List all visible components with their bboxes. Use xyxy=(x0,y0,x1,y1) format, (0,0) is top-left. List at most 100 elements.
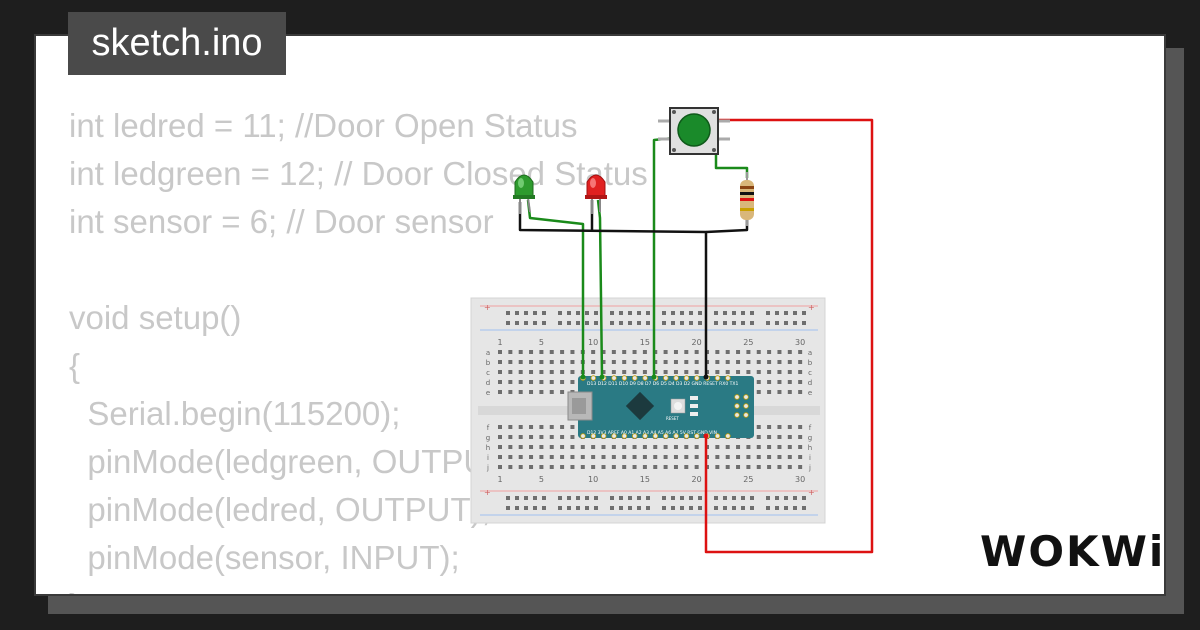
rail-hole xyxy=(542,506,546,510)
hole xyxy=(498,445,502,449)
hole xyxy=(549,380,554,384)
rail-hole xyxy=(594,506,598,510)
column-number: 20 xyxy=(692,338,702,347)
rail-hole xyxy=(542,321,546,325)
hole xyxy=(725,445,730,449)
hole xyxy=(508,390,513,394)
hole xyxy=(529,455,534,459)
hole xyxy=(684,455,689,459)
rail-hole xyxy=(506,321,510,325)
row-letter: a xyxy=(486,349,490,357)
hole xyxy=(518,465,523,469)
hole xyxy=(715,455,720,459)
hole xyxy=(498,360,502,364)
icsp-pin xyxy=(734,412,740,418)
hole xyxy=(549,360,554,364)
hole xyxy=(767,390,772,394)
hole xyxy=(591,350,596,354)
hole xyxy=(767,465,772,469)
hole xyxy=(798,350,803,354)
hole xyxy=(539,370,544,374)
hole xyxy=(518,445,523,449)
rail-hole xyxy=(698,321,702,325)
rail-hole xyxy=(802,311,806,315)
rail-hole xyxy=(723,506,727,510)
hole xyxy=(736,350,741,354)
hole xyxy=(756,425,761,429)
hole xyxy=(508,350,513,354)
hole xyxy=(549,390,554,394)
rail-hole xyxy=(646,311,650,315)
rail-hole xyxy=(576,321,580,325)
hole xyxy=(508,445,513,449)
hole xyxy=(777,360,782,364)
rail-hole xyxy=(594,321,598,325)
hole xyxy=(549,455,554,459)
hole xyxy=(777,455,782,459)
hole xyxy=(601,445,606,449)
hole xyxy=(498,350,502,354)
hole xyxy=(746,455,751,459)
hole xyxy=(611,370,616,374)
rail-hole xyxy=(775,321,779,325)
code-line: Serial.begin(115200); xyxy=(69,395,401,432)
bottom-pin-labels: D12 3V3 AREF A0 A1 A2 A3 A4 A5 A6 A7 5V … xyxy=(587,430,717,436)
hole xyxy=(622,465,627,469)
rail-holes xyxy=(506,311,806,510)
rail-hole xyxy=(628,496,632,500)
hole xyxy=(560,455,565,459)
hole xyxy=(539,465,544,469)
hole xyxy=(663,445,668,449)
nano-pin xyxy=(632,433,638,439)
column-number: 25 xyxy=(743,475,753,484)
nano-pin xyxy=(714,375,721,381)
rail-hole xyxy=(628,311,632,315)
rail-hole xyxy=(689,506,693,510)
hole xyxy=(767,455,772,459)
rail-hole xyxy=(741,496,745,500)
rail-hole xyxy=(533,496,537,500)
rail-hole xyxy=(775,311,779,315)
hole xyxy=(622,350,627,354)
hole xyxy=(549,370,554,374)
arduino-nano: D13 D12 D11 D10 D9 D8 D7 D6 D5 D4 D3 D2 … xyxy=(567,375,754,439)
hole xyxy=(715,465,720,469)
nano-pin xyxy=(580,433,586,439)
hole xyxy=(498,425,502,429)
code-line: int sensor = 6; // Door sensor xyxy=(69,203,494,240)
rail-hole xyxy=(689,311,693,315)
hole xyxy=(777,370,782,374)
rail-hole xyxy=(619,506,623,510)
nano-pin xyxy=(601,433,607,439)
sketch-filename-tab: sketch.ino xyxy=(68,12,286,75)
hole xyxy=(694,445,699,449)
rail-hole xyxy=(646,496,650,500)
row-letter: g xyxy=(486,434,490,442)
hole xyxy=(642,370,647,374)
row-letter: d xyxy=(486,379,490,387)
hole xyxy=(736,360,741,364)
hole xyxy=(591,360,596,364)
hole xyxy=(632,445,637,449)
top-pin-labels: D13 D12 D11 D10 D9 D8 D7 D6 D5 D4 D3 D2 … xyxy=(587,381,738,387)
rail-hole xyxy=(585,321,589,325)
hole xyxy=(591,455,596,459)
hole xyxy=(787,390,792,394)
hole xyxy=(777,390,782,394)
hole xyxy=(756,360,761,364)
rail-hole xyxy=(714,496,718,500)
hole xyxy=(529,425,534,429)
svg-text:+: + xyxy=(484,488,491,497)
rail-hole xyxy=(542,311,546,315)
nano-pin xyxy=(673,433,679,439)
rail-hole xyxy=(610,311,614,315)
column-number: 15 xyxy=(640,338,650,347)
hole xyxy=(508,465,513,469)
hole xyxy=(787,360,792,364)
rail-hole xyxy=(524,506,528,510)
nano-pin xyxy=(621,375,628,381)
icsp-pin xyxy=(734,403,740,409)
rail-hole xyxy=(506,506,510,510)
row-letter: b xyxy=(808,359,813,367)
